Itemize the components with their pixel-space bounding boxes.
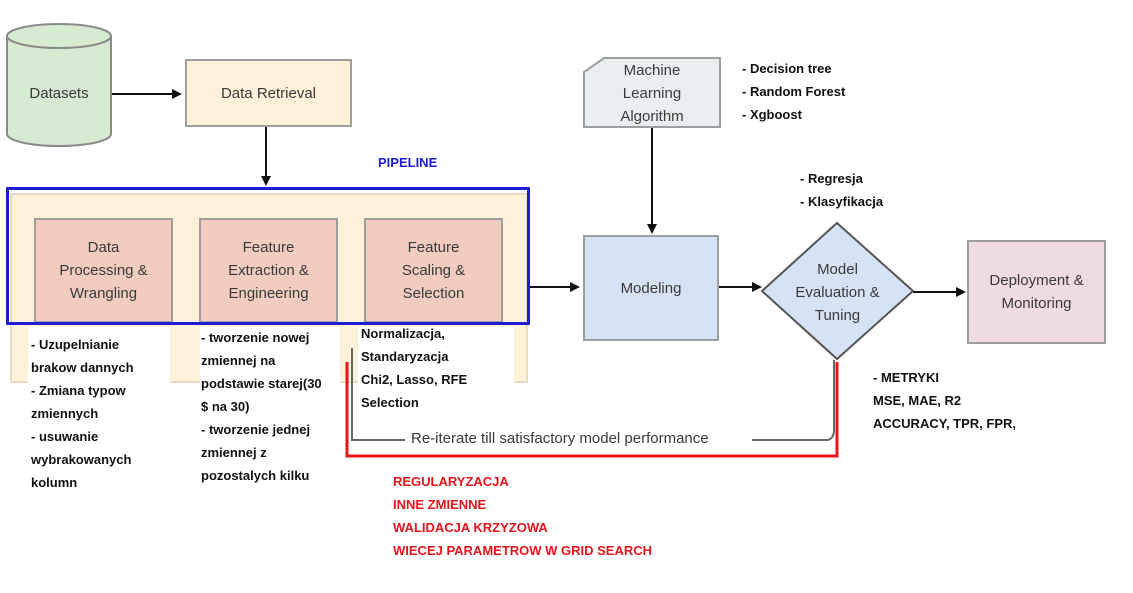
scaling-note: Normalizacja, Standaryzacja Chi2, Lasso,… (361, 322, 467, 414)
scaling-note-line: Standaryzacja (361, 349, 449, 364)
extraction-note-line: - tworzenie jednej (201, 422, 311, 437)
feature-extraction-line-1: Feature (242, 239, 295, 256)
tasks-note: - Regresja - Klasyfikacja (800, 167, 883, 213)
processing-note: - Uzupelnianie brakow dannych - Zmiana t… (31, 333, 134, 494)
algorithms-note-line: - Random Forest (742, 84, 846, 99)
feature-scaling-line-1: Feature (407, 239, 460, 256)
model-evaluation-line-3: Tuning (814, 307, 861, 324)
model-evaluation-diamond (760, 221, 915, 361)
improvements-note: REGULARYZACJA INNE ZMIENNE WALIDACJA KRZ… (393, 470, 652, 562)
reiterate-label: Re-iterate till satisfactory model perfo… (411, 430, 709, 447)
datasets-node: Datasets (7, 60, 111, 126)
algorithms-note-line: - Xgboost (742, 107, 802, 122)
extraction-note: - tworzenie nowej zmiennej na podstawie … (201, 326, 322, 487)
data-processing-line-3: Wrangling (69, 285, 138, 302)
processing-note-backdrop (28, 327, 170, 384)
pipeline-outline (6, 187, 530, 325)
improvements-note-line: INNE ZMIENNE (393, 497, 487, 512)
metrics-note-line: ACCURACY, TPR, FPR, (873, 416, 1017, 431)
data-retrieval-node: Data Retrieval (185, 59, 352, 127)
ml-algorithm-node: Machine Learning Algorithm (584, 60, 720, 127)
feature-scaling-line-2: Scaling & (401, 262, 466, 279)
algorithms-note: - Decision tree - Random Forest - Xgboos… (742, 57, 845, 126)
feature-extraction-line-2: Extraction & (228, 262, 309, 279)
datasets-cylinder (6, 23, 112, 147)
scaling-note-line: Normalizacja, (361, 326, 445, 341)
modeling-node: Modeling (583, 235, 719, 341)
extraction-note-line: zmiennej z (201, 445, 267, 460)
extraction-note-line: $ na 30) (201, 399, 250, 414)
processing-note-line: wybrakowanych (31, 452, 132, 467)
extraction-note-line: pozostalych kilku (201, 468, 310, 483)
deployment-node: Deployment & Monitoring (967, 240, 1106, 344)
metrics-note-line: - METRYKI (873, 370, 939, 385)
extraction-note-backdrop (200, 327, 340, 384)
metrics-note: - METRYKI MSE, MAE, R2 ACCURACY, TPR, FP… (873, 366, 1016, 435)
extraction-note-line: zmiennej na (201, 353, 276, 368)
improvements-note-line: REGULARYZACJA (393, 474, 509, 489)
extraction-note-line: - tworzenie nowej (201, 330, 310, 345)
processing-note-line: - usuwanie (31, 429, 99, 444)
data-processing-line-1: Data (87, 239, 120, 256)
ml-algorithm-line-2: Learning (622, 85, 682, 102)
processing-note-line: brakow dannych (31, 360, 134, 375)
improvements-note-line: WIECEJ PARAMETROW W GRID SEARCH (393, 543, 653, 558)
feature-scaling-node: Feature Scaling & Selection (364, 218, 503, 323)
ml-algorithm-line-1: Machine (623, 62, 681, 79)
data-processing-node: Data Processing & Wrangling (34, 218, 173, 323)
ml-algorithm-shape (583, 57, 721, 128)
extraction-note-line: podstawie starej(30 (201, 376, 322, 391)
feature-extraction-line-3: Engineering (228, 285, 309, 302)
processing-note-line: - Uzupelnianie (31, 337, 120, 352)
processing-note-line: - Zmiana typow (31, 383, 126, 398)
model-evaluation-line-2: Evaluation & (795, 284, 880, 301)
reiterate-loop (351, 348, 835, 441)
improvements-note-line: WALIDACJA KRZYZOWA (393, 520, 548, 535)
tasks-note-line: - Regresja (800, 171, 863, 186)
scaling-note-line: Selection (361, 395, 419, 410)
processing-note-line: kolumn (31, 475, 78, 490)
ml-algorithm-line-3: Algorithm (620, 108, 684, 125)
processing-note-line: zmiennych (31, 406, 99, 421)
data-processing-line-2: Processing & (59, 262, 148, 279)
feature-scaling-line-3: Selection (402, 285, 465, 302)
reiterate-red-line (345, 362, 839, 458)
deployment-line-2: Monitoring (1001, 295, 1072, 312)
scaling-note-line: Chi2, Lasso, RFE (361, 372, 468, 387)
pipeline-label: PIPELINE (378, 155, 438, 170)
tasks-note-line: - Klasyfikacja (800, 194, 884, 209)
scaling-note-backdrop (358, 327, 514, 384)
metrics-note-line: MSE, MAE, R2 (873, 393, 962, 408)
datasets-label: Datasets (29, 84, 89, 102)
feature-extraction-node: Feature Extraction & Engineering (199, 218, 338, 323)
deployment-line-1: Deployment & (989, 272, 1084, 289)
model-evaluation-line-1: Model (817, 261, 858, 278)
data-retrieval-label: Data Retrieval (220, 84, 317, 102)
model-evaluation-node: Model Evaluation & Tuning (762, 258, 913, 327)
modeling-label: Modeling (620, 279, 682, 297)
algorithms-note-line: - Decision tree (742, 61, 832, 76)
